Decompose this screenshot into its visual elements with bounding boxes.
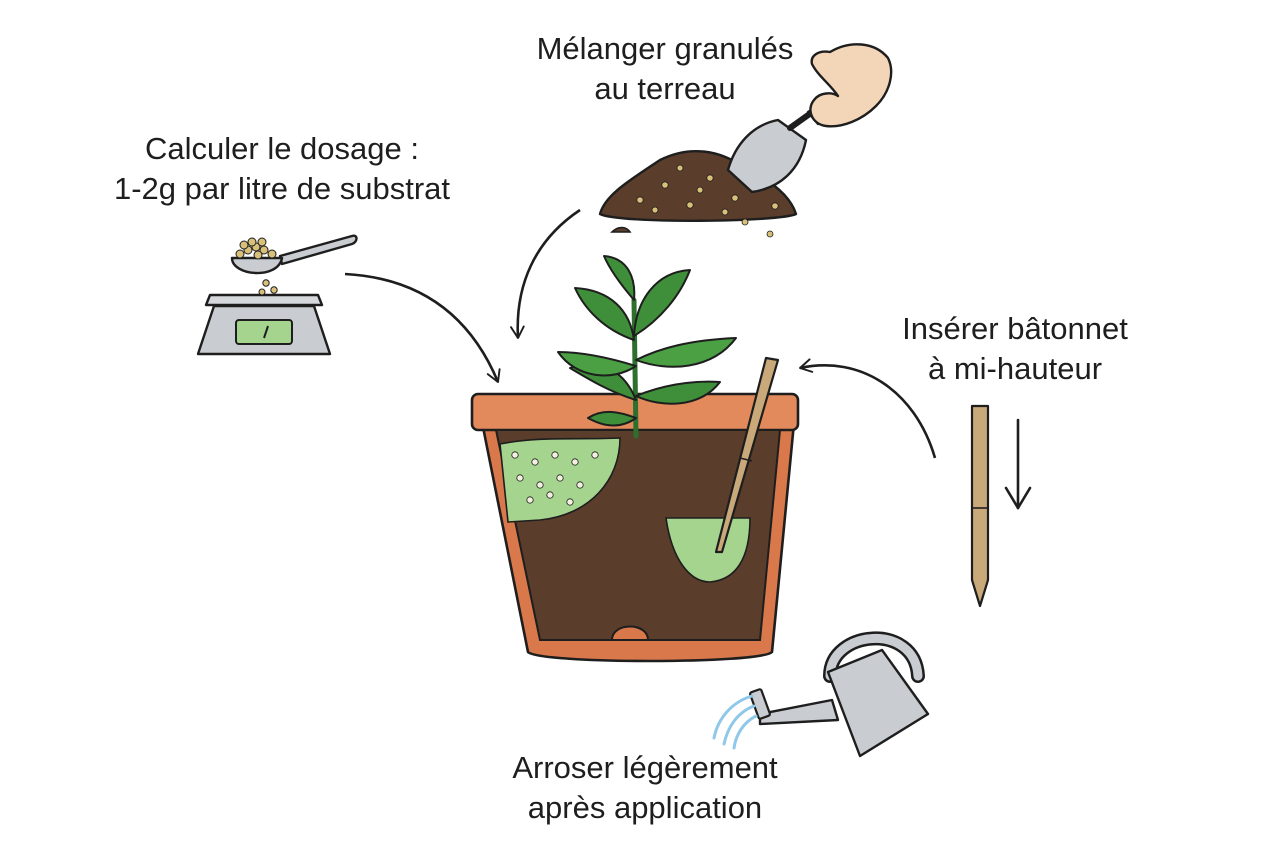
stick-line-1: Insérer bâtonnet [902,311,1128,346]
measuring-spoon-icon [230,234,358,296]
step-calculate-dosage-label: Calculer le dosage : 1-2g par litre de s… [72,129,492,209]
arrow-dosage-to-pot [344,272,501,383]
dosage-line-2: 1-2g par litre de substrat [113,171,450,206]
arrow-stick-to-pot [799,358,937,459]
fertilizer-stick-icon [970,404,990,608]
step-mix-granules-label: Mélanger granulés au terreau [500,29,830,109]
watering-can-icon [749,631,930,758]
step-water-lightly-label: Arroser légèrement après application [470,748,820,828]
kitchen-scale-icon [196,293,332,356]
mix-line-1: Mélanger granulés [536,31,794,66]
fertilizer-zone-right [665,517,751,583]
mix-line-2: au terreau [594,71,736,106]
stick-line-2: à mi-hauteur [927,351,1103,386]
plant-pot-icon [470,392,800,663]
fertilizer-stick-in-pot [714,356,780,554]
arrow-mix-to-pot [510,208,581,339]
water-spray-icon [712,694,758,750]
water-line-1: Arroser légèrement [512,750,778,785]
water-line-2: après application [527,790,763,825]
hand-trowel-icon [726,43,893,194]
dosage-line-1: Calculer le dosage : [145,131,419,166]
arrow-insert-down [1004,418,1032,510]
step-insert-stick-label: Insérer bâtonnet à mi-hauteur [860,309,1170,389]
plant-icon [557,255,737,439]
